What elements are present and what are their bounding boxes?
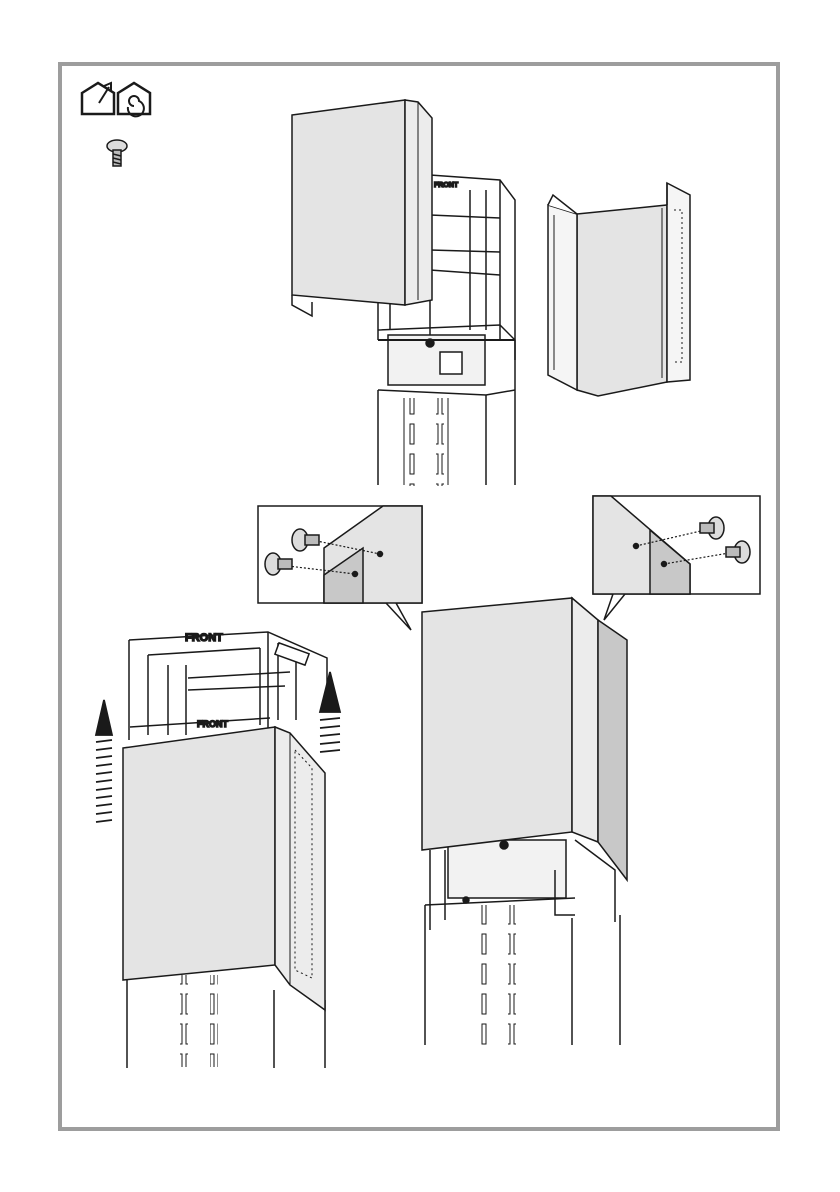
- side-u-panel: [548, 183, 690, 396]
- front-label-small: FRONT: [434, 182, 459, 189]
- bottom-left-frame: [129, 632, 327, 740]
- bottom-left-assembly: FRONT FRONT: [96, 632, 340, 1068]
- lift-arrow-left: [96, 700, 112, 822]
- screw-detail-left: [258, 506, 422, 630]
- bottom-right-assembly: [422, 598, 627, 1045]
- lift-arrow-right: [320, 672, 340, 752]
- top-upper-cover: [292, 100, 432, 316]
- top-assembly: FRONT: [292, 100, 690, 486]
- front-label-top: FRONT: [185, 632, 223, 644]
- screw-icon: [107, 140, 127, 166]
- bottom-right-cover: [422, 598, 627, 880]
- top-lower-column: [378, 390, 515, 486]
- house-ducting-icon: [82, 83, 114, 114]
- bottom-right-frame: [425, 840, 615, 930]
- house-recirculation-icon: [118, 83, 150, 116]
- front-label-lower: FRONT: [197, 719, 228, 729]
- screw-detail-right: [593, 496, 760, 620]
- bottom-left-cover: [123, 727, 325, 1010]
